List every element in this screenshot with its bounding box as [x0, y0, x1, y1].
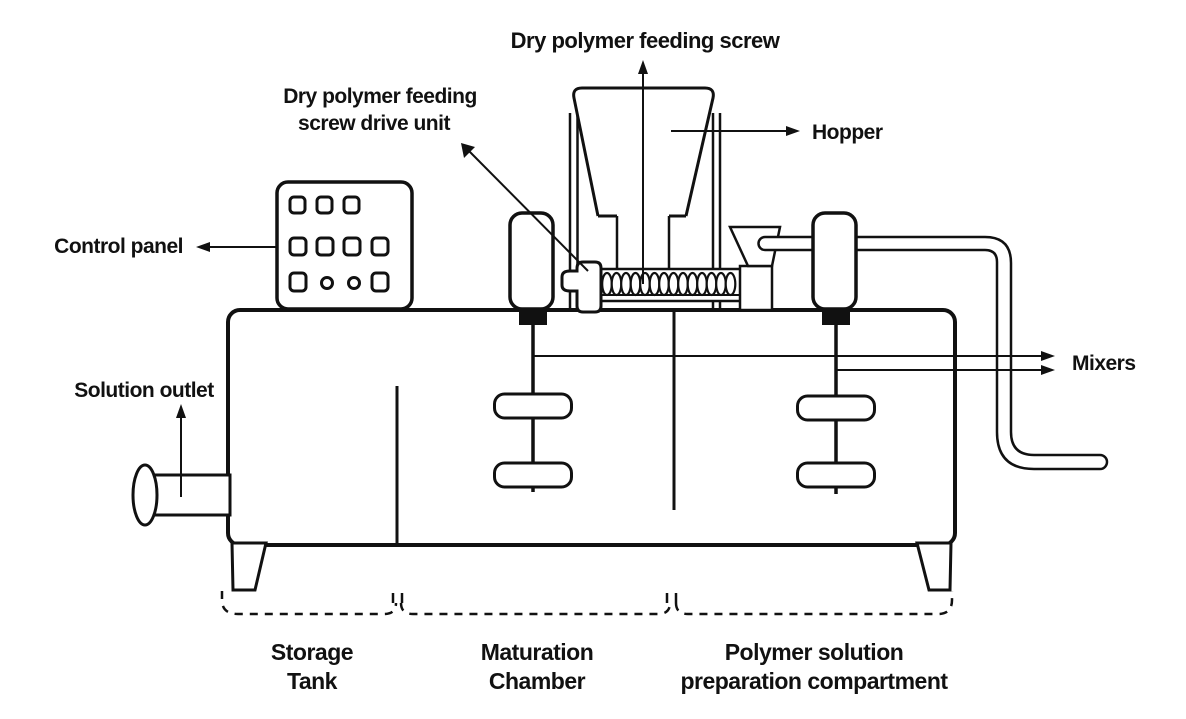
zone-label-preparation-line1: Polymer solution — [725, 639, 904, 665]
panel-button — [370, 271, 390, 293]
zone-label-storage-line1: Storage — [271, 639, 353, 665]
panel-button — [288, 195, 307, 215]
mixer-paddle — [493, 461, 573, 489]
outlet-flange — [131, 463, 159, 527]
mixers-label: Mixers — [1072, 352, 1136, 375]
screw-drive-unit — [560, 260, 603, 314]
zone-brace-preparation-compartment — [674, 591, 954, 616]
mixers-arrowhead-bottom — [1041, 365, 1055, 375]
discharge-and-pipe — [728, 225, 1109, 471]
panel-indicator-light — [347, 276, 361, 290]
mixer-paddle — [796, 461, 876, 489]
solution-transfer-pipe — [757, 235, 1109, 471]
zone-brace-maturation-chamber — [399, 602, 672, 616]
hopper-assembly — [560, 86, 744, 314]
zone-brace-storage-tank — [220, 591, 398, 616]
control-panel-arrowhead — [196, 242, 210, 252]
zone-separator-marks — [391, 593, 678, 603]
panel-button — [342, 236, 362, 257]
control-panel — [196, 180, 414, 311]
mixer-left — [493, 211, 573, 492]
mixer-coupling-left — [519, 310, 547, 325]
hopper-label: Hopper — [812, 121, 883, 144]
tank-leg-right — [915, 541, 953, 592]
outlet-pipe — [148, 473, 232, 517]
solution-outlet-arrowhead — [176, 404, 186, 418]
panel-button — [342, 195, 361, 215]
zone-label-storage-line2: Tank — [287, 668, 338, 694]
drive-unit-label-line2: screw drive unit — [298, 112, 450, 135]
drive-unit-arrowhead — [461, 143, 475, 158]
feeding-screw-arrowhead — [638, 60, 648, 74]
feeding-screw-callout — [638, 60, 648, 284]
mixer-paddle — [493, 392, 573, 420]
solution-outlet-label: Solution outlet — [74, 379, 214, 402]
hopper-callout — [671, 126, 800, 136]
panel-button — [315, 195, 334, 215]
mixer-motor-right — [811, 211, 858, 311]
mixers-arrowhead-top — [1041, 351, 1055, 361]
mixer-right — [796, 211, 876, 494]
solution-outlet — [131, 404, 232, 527]
zone-label-maturation-line1: Maturation — [481, 639, 594, 665]
control-panel-buttons — [288, 195, 390, 293]
panel-indicator-light — [320, 276, 334, 290]
main-tank — [226, 308, 957, 592]
panel-button — [288, 271, 308, 293]
discharge-chute-neck — [738, 264, 774, 312]
mixer-paddle — [796, 394, 876, 422]
zone-braces — [220, 591, 954, 616]
tank-outline — [226, 308, 957, 547]
mixers-callout — [533, 351, 1055, 375]
drive-unit-callout — [461, 143, 589, 272]
tank-leg-left — [230, 541, 268, 592]
zone-label-maturation-line2: Chamber — [489, 668, 586, 694]
control-panel-label: Control panel — [54, 235, 183, 258]
zone-label-preparation-line2: preparation compartment — [680, 668, 948, 694]
panel-button — [370, 236, 390, 257]
drive-unit-label-line1: Dry polymer feeding — [283, 85, 477, 108]
feeding-screw-label: Dry polymer feeding screw — [511, 28, 781, 53]
mixer-motor-left — [508, 211, 555, 311]
drive-unit-arrow-line — [467, 149, 589, 272]
panel-button — [288, 236, 308, 257]
mixer-coupling-right — [822, 310, 850, 325]
hopper-arrowhead — [786, 126, 800, 136]
feeding-screw-coil — [601, 271, 737, 297]
panel-button — [315, 236, 335, 257]
